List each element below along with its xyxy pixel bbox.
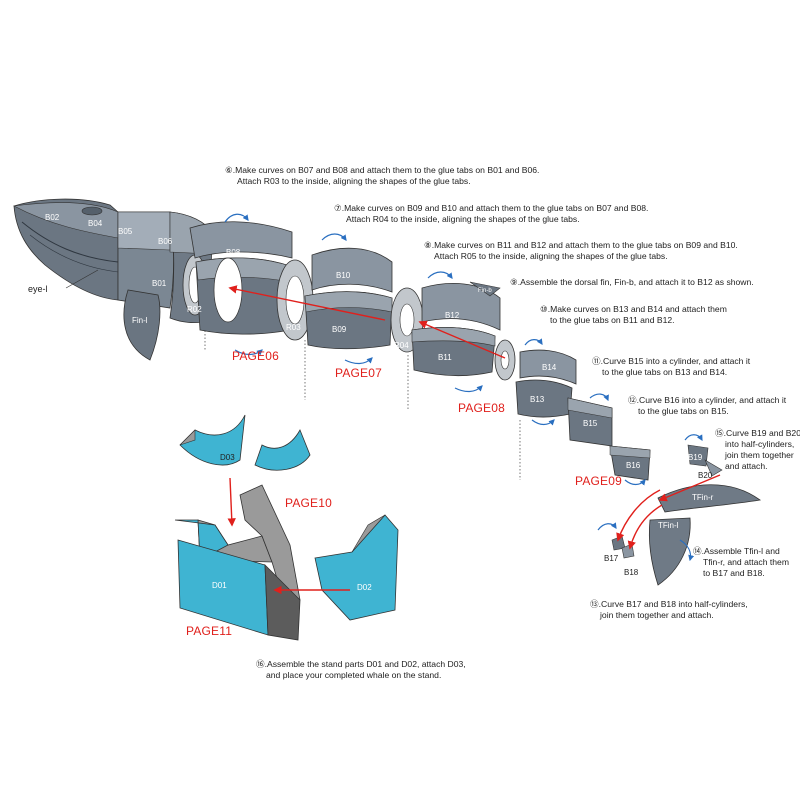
stand-part-d03-right	[254, 429, 311, 471]
page-label-11: PAGE11	[186, 624, 233, 638]
label-b09: B09	[332, 325, 347, 334]
step-13-line1: ⑬.Curve B17 and B18 into half-cylinders,	[590, 599, 748, 609]
label-b15: B15	[583, 419, 598, 428]
step-8: ⑧.Make curves on B11 and B12 and attach …	[424, 240, 738, 262]
dorsal-fin-b	[469, 281, 501, 297]
label-b02: B02	[45, 213, 60, 222]
step-15-line3: join them together	[725, 450, 794, 460]
label-b07: B07	[222, 305, 237, 314]
step-6: ⑥.Make curves on B07 and B08 and attach …	[225, 165, 539, 187]
segment-b19-b20	[687, 444, 723, 477]
step-8-line2: Attach R05 to the inside, aligning the s…	[434, 251, 668, 261]
label-b05: B05	[118, 227, 133, 236]
label-b11: B11	[438, 353, 452, 362]
pectoral-fin-left	[123, 289, 161, 361]
page-label-06: PAGE06	[232, 349, 280, 363]
label-r03: R03	[286, 323, 301, 332]
stand-assembly	[174, 414, 399, 641]
page-label-10: PAGE10	[285, 496, 333, 510]
step-12: ⑫.Curve B16 into a cylinder, and attach …	[628, 395, 786, 417]
step-10: ⑩.Make curves on B13 and B14 and attach …	[540, 304, 727, 326]
step-15: ⑮.Curve B19 and B20 into half-cylinders,…	[715, 428, 800, 472]
label-tfin-r: TFin-r	[692, 493, 714, 502]
stand-part-d02	[314, 514, 399, 621]
step-12-line1: ⑫.Curve B16 into a cylinder, and attach …	[628, 395, 787, 405]
part-labels: B02 B04 B05 B06 B01 R02 B08 B07 R03 B10 …	[45, 213, 714, 592]
step-10-line1: ⑩.Make curves on B13 and B14 and attach …	[540, 304, 727, 314]
step-7-line2: Attach R04 to the inside, aligning the s…	[346, 214, 580, 224]
label-r04: R04	[394, 341, 409, 350]
whale-head	[13, 198, 213, 324]
label-b10: B10	[336, 271, 351, 280]
label-r02: R02	[187, 305, 202, 314]
segment-b11-b12	[411, 283, 501, 377]
label-tfin-l: TFin-l	[658, 521, 679, 530]
step-11-line2: to the glue tabs on B13 and B14.	[602, 367, 728, 377]
label-b17: B17	[604, 554, 619, 563]
step-15-line2: into half-cylinders,	[725, 439, 795, 449]
blowhole-icon	[81, 206, 103, 216]
label-fin-l: Fin-l	[132, 316, 148, 325]
step-9: ⑨.Assemble the dorsal fin, Fin-b, and at…	[510, 277, 754, 288]
step-13-line2: join them together and attach.	[600, 610, 714, 620]
step-10-line2: to the glue tabs on B11 and B12.	[550, 315, 675, 325]
label-b14: B14	[542, 363, 557, 372]
label-b13: B13	[530, 395, 545, 404]
stand-part-d03-left	[179, 414, 246, 466]
step-16-line1: ⑯.Assemble the stand parts D01 and D02, …	[256, 659, 466, 669]
step-9-line1: ⑨.Assemble the dorsal fin, Fin-b, and at…	[510, 277, 754, 287]
step-14-line1: ⑭.Assemble Tfin-l and	[693, 546, 780, 556]
step-6-line2: Attach R03 to the inside, aligning the s…	[237, 176, 471, 186]
step-11-line1: ⑪.Curve B15 into a cylinder, and attach …	[592, 356, 751, 366]
step-8-line1: ⑧.Make curves on B11 and B12 and attach …	[424, 240, 738, 250]
assembly-arrows-red	[228, 285, 721, 550]
segment-b13-b14	[515, 349, 577, 418]
label-d01: D01	[212, 581, 227, 590]
step-16-line2: and place your completed whale on the st…	[266, 670, 442, 680]
label-fin-b: Fin-b	[478, 288, 492, 294]
step-15-line1: ⑮.Curve B19 and B20	[715, 428, 800, 438]
segment-b09-b10	[304, 247, 393, 350]
label-eye-l: eye-l	[28, 284, 48, 294]
curve-arrows-blue	[224, 213, 703, 562]
step-15-line4: and attach.	[725, 461, 768, 471]
page-label-07: PAGE07	[335, 366, 383, 380]
step-16: ⑯.Assemble the stand parts D01 and D02, …	[256, 659, 466, 681]
label-b19: B19	[688, 453, 703, 462]
label-b16: B16	[626, 461, 641, 470]
step-7-line1: ⑦.Make curves on B09 and B10 and attach …	[334, 203, 649, 213]
label-b20: B20	[698, 471, 713, 480]
step-14: ⑭.Assemble Tfin-l and Tfin-r, and attach…	[693, 546, 789, 579]
label-b18: B18	[624, 568, 639, 577]
label-b04: B04	[88, 219, 103, 228]
segment-b07-b08	[189, 221, 293, 335]
label-d02: D02	[357, 583, 372, 592]
label-b01: B01	[152, 279, 167, 288]
step-13: ⑬.Curve B17 and B18 into half-cylinders,…	[590, 599, 748, 621]
step-14-line3: to B17 and B18.	[703, 568, 765, 578]
step-12-line2: to the glue tabs on B15.	[638, 406, 729, 416]
step-6-line1: ⑥.Make curves on B07 and B08 and attach …	[225, 165, 540, 175]
label-b12: B12	[445, 311, 460, 320]
label-b08: B08	[226, 248, 241, 257]
tail-fin-left	[648, 517, 691, 586]
step-14-line2: Tfin-r, and attach them	[703, 557, 789, 567]
page-label-08: PAGE08	[458, 401, 506, 415]
step-11: ⑪.Curve B15 into a cylinder, and attach …	[592, 356, 750, 378]
step-7: ⑦.Make curves on B09 and B10 and attach …	[334, 203, 648, 225]
page-label-09: PAGE09	[575, 474, 623, 488]
label-d03: D03	[220, 453, 235, 462]
part-labels-dark: Fin-b B20 B17 B18 D03 eye-l	[28, 284, 713, 577]
label-b06: B06	[158, 237, 173, 246]
